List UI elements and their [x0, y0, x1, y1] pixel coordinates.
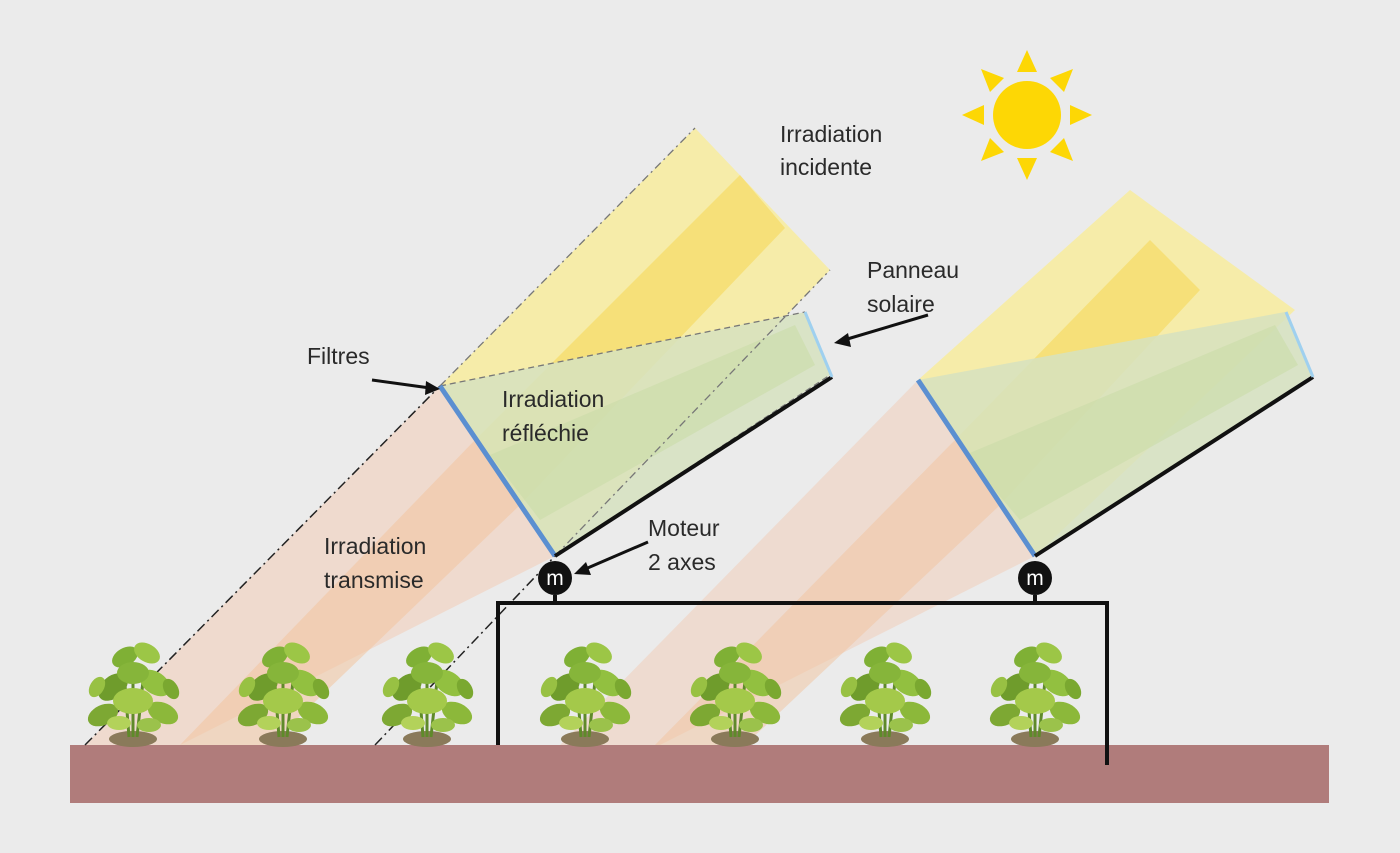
panel-assembly-left: [437, 311, 834, 558]
motor-symbol-right: m: [1026, 567, 1044, 590]
label-panel-line2: solaire: [867, 291, 935, 317]
label-motor-line1: Moteur: [648, 515, 720, 541]
filter-left: [437, 384, 558, 558]
motor-icon: m: [538, 561, 572, 595]
ground: [70, 745, 1329, 803]
filter-right: [915, 378, 1038, 558]
support-frame: [496, 595, 1109, 765]
plant-icon: [984, 636, 1087, 749]
solar-panel-left: [803, 311, 834, 378]
label-transmitted-line2: transmise: [324, 567, 424, 593]
label-incident-line2: incidente: [780, 154, 872, 180]
transmitted-beam-left: [85, 386, 555, 745]
label-panel-line1: Panneau: [867, 257, 959, 283]
label-reflected-line1: Irradiation: [502, 386, 604, 412]
label-reflected-line2: réfléchie: [502, 420, 589, 446]
label-incident-line1: Irradiation: [780, 121, 882, 147]
reflected-beam-left: [440, 312, 830, 556]
plant-icon: [834, 636, 937, 749]
label-transmitted-line1: Irradiation: [324, 533, 426, 559]
pointer-arrows: [371, 313, 929, 575]
reflected-beam-right: [918, 312, 1312, 556]
motor-icon: m: [1018, 561, 1052, 595]
label-filters: Filtres: [307, 343, 370, 369]
panel-arm-left: [553, 375, 834, 558]
motor-symbol-left: m: [546, 567, 564, 590]
panel-assembly-right: [915, 311, 1315, 558]
label-motor-line2: 2 axes: [648, 549, 716, 575]
panel-arm-right: [1033, 375, 1315, 558]
sun-icon: [962, 50, 1092, 180]
solar-panel-right: [1284, 311, 1315, 378]
